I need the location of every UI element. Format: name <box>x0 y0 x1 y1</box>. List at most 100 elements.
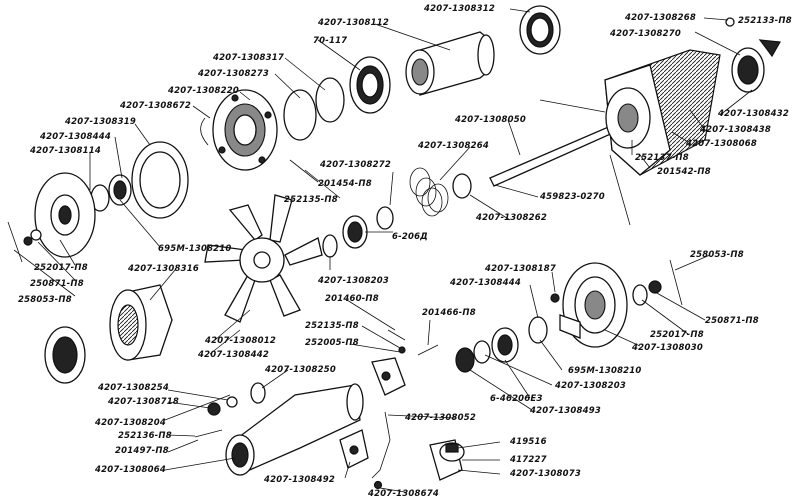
pulley-1308114 <box>34 172 96 258</box>
label-201460-p8: 201460-П8 <box>325 294 379 304</box>
label-4207-1308064: 4207-1308064 <box>94 465 166 475</box>
spring-1308264 <box>409 167 449 217</box>
label-4207-1308492: 4207-1308492 <box>263 475 335 485</box>
label-250871-p8-right: 250871-П8 <box>705 316 759 326</box>
label-4207-1308312: 4207-1308312 <box>423 4 495 14</box>
leader-lines <box>13 8 753 493</box>
gasket-1308319 <box>131 141 189 219</box>
label-252017-p8-left: 252017-П8 <box>34 263 88 273</box>
label-252133-p8: 252133-П8 <box>738 16 792 26</box>
label-4207-1308444: 4207-1308444 <box>39 132 111 142</box>
label-4207-1308187: 4207-1308187 <box>484 264 556 274</box>
bearing-70-117 <box>349 56 391 114</box>
label-4207-1308319: 4207-1308319 <box>64 117 136 127</box>
label-417227: 417227 <box>509 455 547 465</box>
label-4207-1308273: 4207-1308273 <box>197 69 269 79</box>
bolt-201497 <box>194 429 223 438</box>
ring-1308317 <box>315 77 345 123</box>
label-4207-1308438: 4207-1308438 <box>699 125 771 135</box>
spacer-1308250 <box>250 382 266 404</box>
label-250871-p8-left: 250871-П8 <box>30 279 84 289</box>
label-4207-1308317: 4207-1308317 <box>212 53 284 63</box>
pulley-1308030 <box>559 262 628 348</box>
washer-252017-right <box>632 284 648 306</box>
label-201542-p8: 201542-П8 <box>657 167 711 177</box>
oil-pipe-1308052 <box>371 411 391 479</box>
nut-1308674 <box>373 480 383 490</box>
label-6-206d: 6-206Д <box>392 232 428 242</box>
shaft-sleeve <box>405 31 495 96</box>
nut-250871-right <box>648 280 662 294</box>
label-4207-1308254: 4207-1308254 <box>97 383 169 393</box>
bolt-201460 <box>387 329 406 341</box>
screw-1308268 <box>725 17 735 27</box>
parts-drawing <box>7 5 781 490</box>
label-4207-1308718: 4207-1308718 <box>107 397 179 407</box>
bearing-6-206d <box>342 215 368 249</box>
label-4207-1308050: 4207-1308050 <box>454 115 526 125</box>
fitting-1308187 <box>550 293 560 303</box>
label-4207-1308270: 4207-1308270 <box>609 29 681 39</box>
label-4207-1308674: 4207-1308674 <box>367 489 439 499</box>
label-4207-1308203-upper: 4207-1308203 <box>317 276 389 286</box>
washer-1308272 <box>376 206 394 230</box>
ring-1308254 <box>226 396 238 408</box>
ring-1308273 <box>283 89 317 141</box>
label-4207-1308250: 4207-1308250 <box>264 365 336 375</box>
ring-1308444-lower <box>528 316 548 344</box>
label-4207-1308052: 4207-1308052 <box>404 413 476 423</box>
label-4207-1308672: 4207-1308672 <box>119 101 191 111</box>
ring-1308203-upper <box>322 234 338 258</box>
washer-left <box>30 229 42 241</box>
label-4207-1308493: 4207-1308493 <box>529 406 601 416</box>
label-252136-p8: 252136-П8 <box>118 431 172 441</box>
label-4207-1308112: 4207-1308112 <box>317 18 389 28</box>
label-258053-p8-right: 258053-П8 <box>690 250 744 260</box>
bearing-6-46206e3 <box>491 327 519 363</box>
label-4207-1308268: 4207-1308268 <box>624 13 696 23</box>
label-4207-1308203-lower: 4207-1308203 <box>554 381 626 391</box>
flange-1308492 <box>339 429 369 469</box>
hub-1308316 <box>109 284 173 361</box>
housing-1308064 <box>225 383 364 476</box>
label-252017-p8-right: 252017-П8 <box>650 330 704 340</box>
housing-1308220 <box>212 89 278 171</box>
gearbox-housing <box>539 49 721 226</box>
label-4207-1308012: 4207-1308012 <box>204 336 276 346</box>
bearing-1308493 <box>455 347 475 373</box>
fan-1308012 <box>204 194 323 323</box>
seal-ring-top <box>519 5 561 55</box>
label-4207-1308444-lower: 4207-1308444 <box>449 278 521 288</box>
nut-left <box>23 236 33 246</box>
cotter-pin-left <box>7 221 23 263</box>
label-4207-1308030: 4207-1308030 <box>631 343 703 353</box>
ring-set-right <box>731 39 781 93</box>
seal-lower-left <box>44 326 86 384</box>
bracket-plate <box>371 357 406 396</box>
label-6-46206e3: 6-46206ЕЗ <box>490 394 543 404</box>
label-459823-0270: 459823-0270 <box>539 192 605 202</box>
label-252135-p8-upper: 252135-П8 <box>284 195 338 205</box>
label-695m-1308210-lower: 695М-1308210 <box>568 366 642 376</box>
shaft-1308050 <box>489 121 625 187</box>
bolt-201466 <box>417 344 439 356</box>
label-252005-p8: 252005-П8 <box>305 338 359 348</box>
label-201497-p8: 201497-П8 <box>115 446 169 456</box>
label-70-117: 70-117 <box>313 36 347 46</box>
label-4207-1308073: 4207-1308073 <box>509 469 581 479</box>
label-201454-p8: 201454-П8 <box>318 179 372 189</box>
label-4207-1308114: 4207-1308114 <box>29 146 101 156</box>
label-252137-p8: 252137-П8 <box>635 153 689 163</box>
label-4207-1308432: 4207-1308432 <box>717 109 789 119</box>
label-4207-1308068: 4207-1308068 <box>685 139 757 149</box>
part-labels: 4207-1308312 4207-1308112 70-117 4207-13… <box>18 4 792 499</box>
label-4207-1308316: 4207-1308316 <box>127 264 199 274</box>
nut-1308718 <box>207 402 221 416</box>
label-4207-1308272: 4207-1308272 <box>319 160 391 170</box>
cotter-pin-right <box>669 259 683 306</box>
washer-252135 <box>398 346 406 354</box>
label-252135-p8-lower: 252135-П8 <box>305 321 359 331</box>
snap-ring <box>200 117 209 146</box>
label-4207-1308442: 4207-1308442 <box>197 350 269 360</box>
